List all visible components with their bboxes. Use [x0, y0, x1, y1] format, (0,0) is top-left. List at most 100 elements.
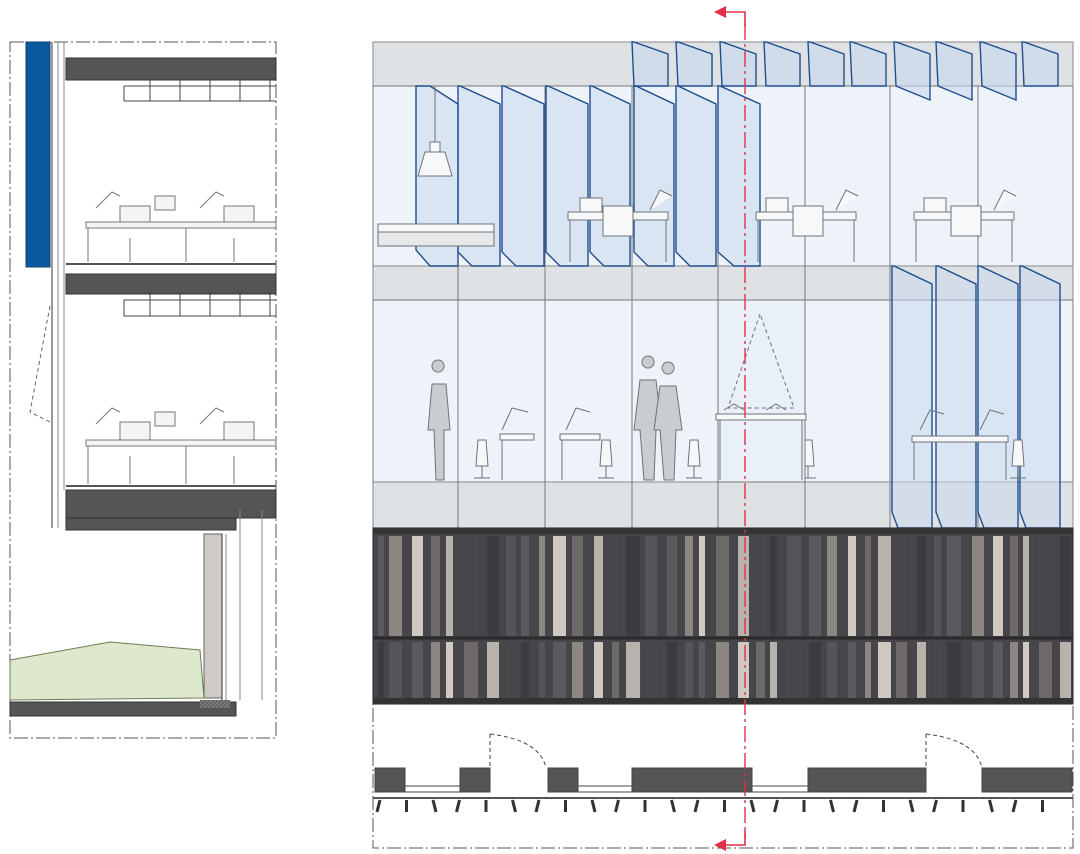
- bollard-tick: [852, 799, 859, 813]
- bollard-tick: [829, 799, 835, 813]
- ceiling-rail-lower: [123, 294, 276, 317]
- pendant-lamp: [417, 151, 453, 177]
- bollard-tick: [773, 799, 779, 813]
- facade-slat: [389, 536, 402, 636]
- bollard-tick: [614, 799, 620, 813]
- planter-landscape: [9, 641, 205, 701]
- facade-slat: [878, 536, 891, 636]
- meeting-room-panel: [717, 299, 806, 483]
- facade-slat: [787, 642, 801, 698]
- facade-slat: [934, 642, 941, 698]
- facade-slat: [993, 642, 1003, 698]
- facade-slat: [770, 642, 777, 698]
- bollard-tick: [375, 799, 382, 813]
- facade-slat: [553, 536, 566, 636]
- facade-slat: [645, 536, 657, 636]
- facade-slat: [756, 642, 765, 698]
- blue-sun-fins-top: [631, 41, 1059, 102]
- bollard-tick: [431, 799, 438, 813]
- facade-slat: [378, 642, 384, 698]
- facade-slat: [645, 642, 657, 698]
- facade-slat: [716, 642, 729, 698]
- facade-slat: [446, 642, 453, 698]
- facade-slat: [1039, 536, 1052, 636]
- upper-floor-furniture: [377, 86, 1017, 262]
- facade-slat: [716, 536, 729, 636]
- facade-slat: [572, 642, 583, 698]
- facade-slat: [972, 536, 984, 636]
- facade-slat: [412, 642, 423, 698]
- bollard-tick: [932, 799, 938, 813]
- open-shutter-dashed: [29, 305, 51, 423]
- facade-slat: [685, 536, 693, 636]
- facade-slat: [827, 536, 837, 636]
- bollard-tick: [693, 799, 700, 813]
- lower-floor-furniture: [427, 299, 1026, 483]
- bollard-tick: [534, 799, 541, 813]
- facade-slat: [378, 536, 384, 636]
- facade-slat: [506, 642, 516, 698]
- facade-slat: [809, 536, 821, 636]
- facade-slat: [539, 642, 545, 698]
- person-figure-pair: [633, 355, 663, 481]
- facade-slat: [412, 536, 423, 636]
- facade-slat: [464, 642, 478, 698]
- blue-cladding-panel: [25, 41, 51, 268]
- desk-group-3: [913, 189, 1017, 262]
- facade-slat: [1010, 642, 1018, 698]
- section-frame: [9, 41, 277, 739]
- slab-top: [65, 57, 277, 81]
- facade-elevation: [372, 6, 1074, 851]
- door-swing-1: [489, 733, 547, 769]
- facade-slat: [947, 536, 961, 636]
- facade-slat: [934, 536, 941, 636]
- facade-slat: [896, 536, 907, 636]
- bollard-tick: [590, 799, 597, 813]
- section-arrow-bottom: [722, 830, 746, 846]
- section-arrow-top: [722, 11, 746, 26]
- wall-section: [9, 41, 277, 739]
- desks-upper: [85, 191, 277, 262]
- facade-slat: [667, 642, 677, 698]
- bollard-tick: [749, 799, 756, 813]
- facade-slat: [487, 536, 499, 636]
- facade-slat: [827, 642, 837, 698]
- facade-slat: [521, 642, 529, 698]
- bollard-tick: [511, 799, 517, 813]
- facade-slat: [506, 536, 516, 636]
- facade-slat: [947, 642, 961, 698]
- facade-slat: [1060, 642, 1071, 698]
- facade-slat: [594, 536, 603, 636]
- facade-slat: [917, 642, 926, 698]
- facade-slat: [431, 536, 440, 636]
- facade-slat: [1039, 642, 1052, 698]
- facade-slat: [1023, 642, 1029, 698]
- facade-slat: [993, 536, 1003, 636]
- bollard-tick: [670, 799, 676, 813]
- blue-sun-fins-upper: [415, 85, 761, 267]
- facade-slat: [865, 642, 871, 698]
- facade-slat: [1010, 536, 1018, 636]
- facade-slat: [626, 536, 640, 636]
- facade-slat: [878, 642, 891, 698]
- bollard-tick: [455, 799, 461, 813]
- facade-slat: [809, 642, 821, 698]
- facade-slat: [917, 536, 926, 636]
- ground-slab: [9, 701, 237, 717]
- facade-slat: [848, 536, 856, 636]
- facade-slat: [685, 642, 693, 698]
- bollard-tick: [1011, 799, 1018, 813]
- facade-slat: [446, 536, 453, 636]
- facade-slat: [756, 536, 765, 636]
- meeting-lamp-dashed: [727, 312, 795, 409]
- facade-slat: [1023, 536, 1029, 636]
- facade-slat: [553, 642, 566, 698]
- facade-slat: [770, 536, 777, 636]
- facade-slat: [972, 642, 984, 698]
- blue-sun-fins-lower: [891, 265, 1061, 529]
- person-figure: [427, 359, 451, 481]
- ceiling-rail-upper: [123, 80, 276, 102]
- facade-slat: [1060, 536, 1071, 636]
- facade-slat: [464, 536, 478, 636]
- ground-mullion: [203, 533, 223, 699]
